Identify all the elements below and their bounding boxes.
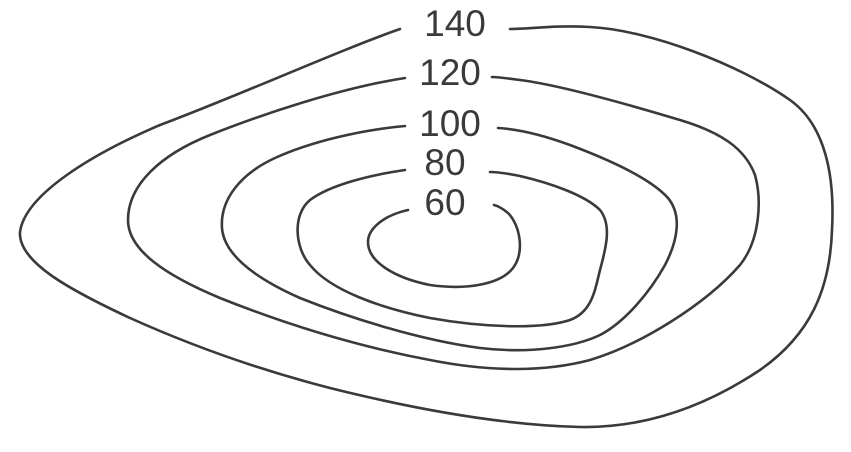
contour-label-120: 120 (419, 52, 481, 93)
contour-line-140 (18, 25, 834, 429)
contour-label-140: 140 (424, 3, 486, 44)
contour-line-60 (366, 203, 522, 289)
contour-label-100: 100 (419, 103, 481, 144)
contour-line-100 (220, 124, 679, 352)
contour-label-60: 60 (424, 182, 465, 223)
contour-label-80: 80 (424, 142, 465, 183)
contour-line-120 (126, 75, 760, 371)
contour-line-80 (296, 168, 609, 328)
